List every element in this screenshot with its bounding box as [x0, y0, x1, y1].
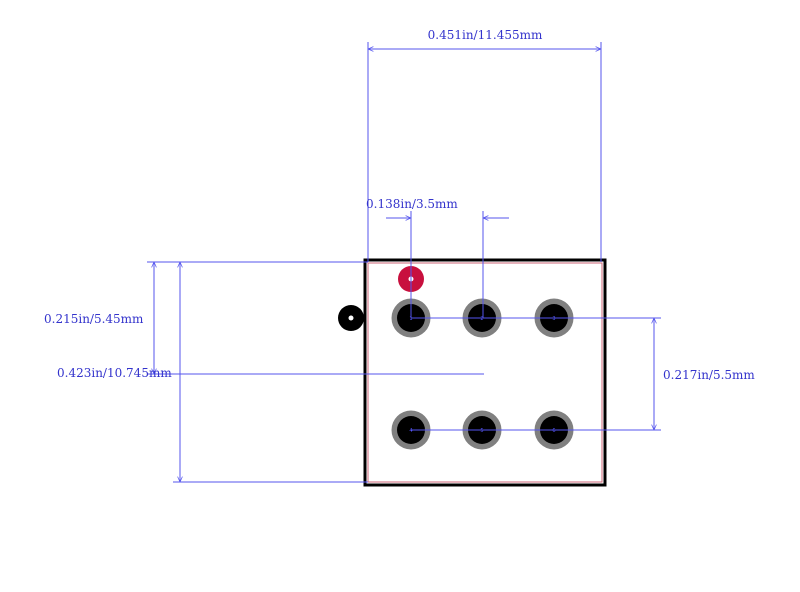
pad-6-label: 6 — [552, 428, 555, 434]
pad-1-label: 1 — [409, 316, 412, 322]
pad-3-label: 3 — [552, 316, 555, 322]
pad-5-label: 5 — [480, 428, 483, 434]
row-offset-label: 0.215in/5.45mm — [44, 312, 144, 326]
pad-4-label: 4 — [409, 428, 412, 434]
dimension-overall-height — [173, 262, 368, 482]
overall-width-label: 0.451in/11.455mm — [428, 28, 543, 42]
dimension-pin-pitch — [386, 211, 509, 318]
component-outline — [363, 258, 607, 487]
pad-2-label: 2 — [480, 316, 483, 322]
overall-height-label: 0.423in/10.745mm — [57, 366, 172, 380]
dimension-overall-width — [368, 42, 601, 262]
orientation-mark — [338, 305, 364, 331]
courtyard-outline — [367, 262, 603, 483]
dimension-row-pitch — [411, 318, 661, 430]
row-pitch-label: 0.217in/5.5mm — [663, 368, 755, 382]
pin-pitch-label: 0.138in/3.5mm — [366, 197, 458, 211]
dimension-row-offset — [147, 262, 484, 374]
